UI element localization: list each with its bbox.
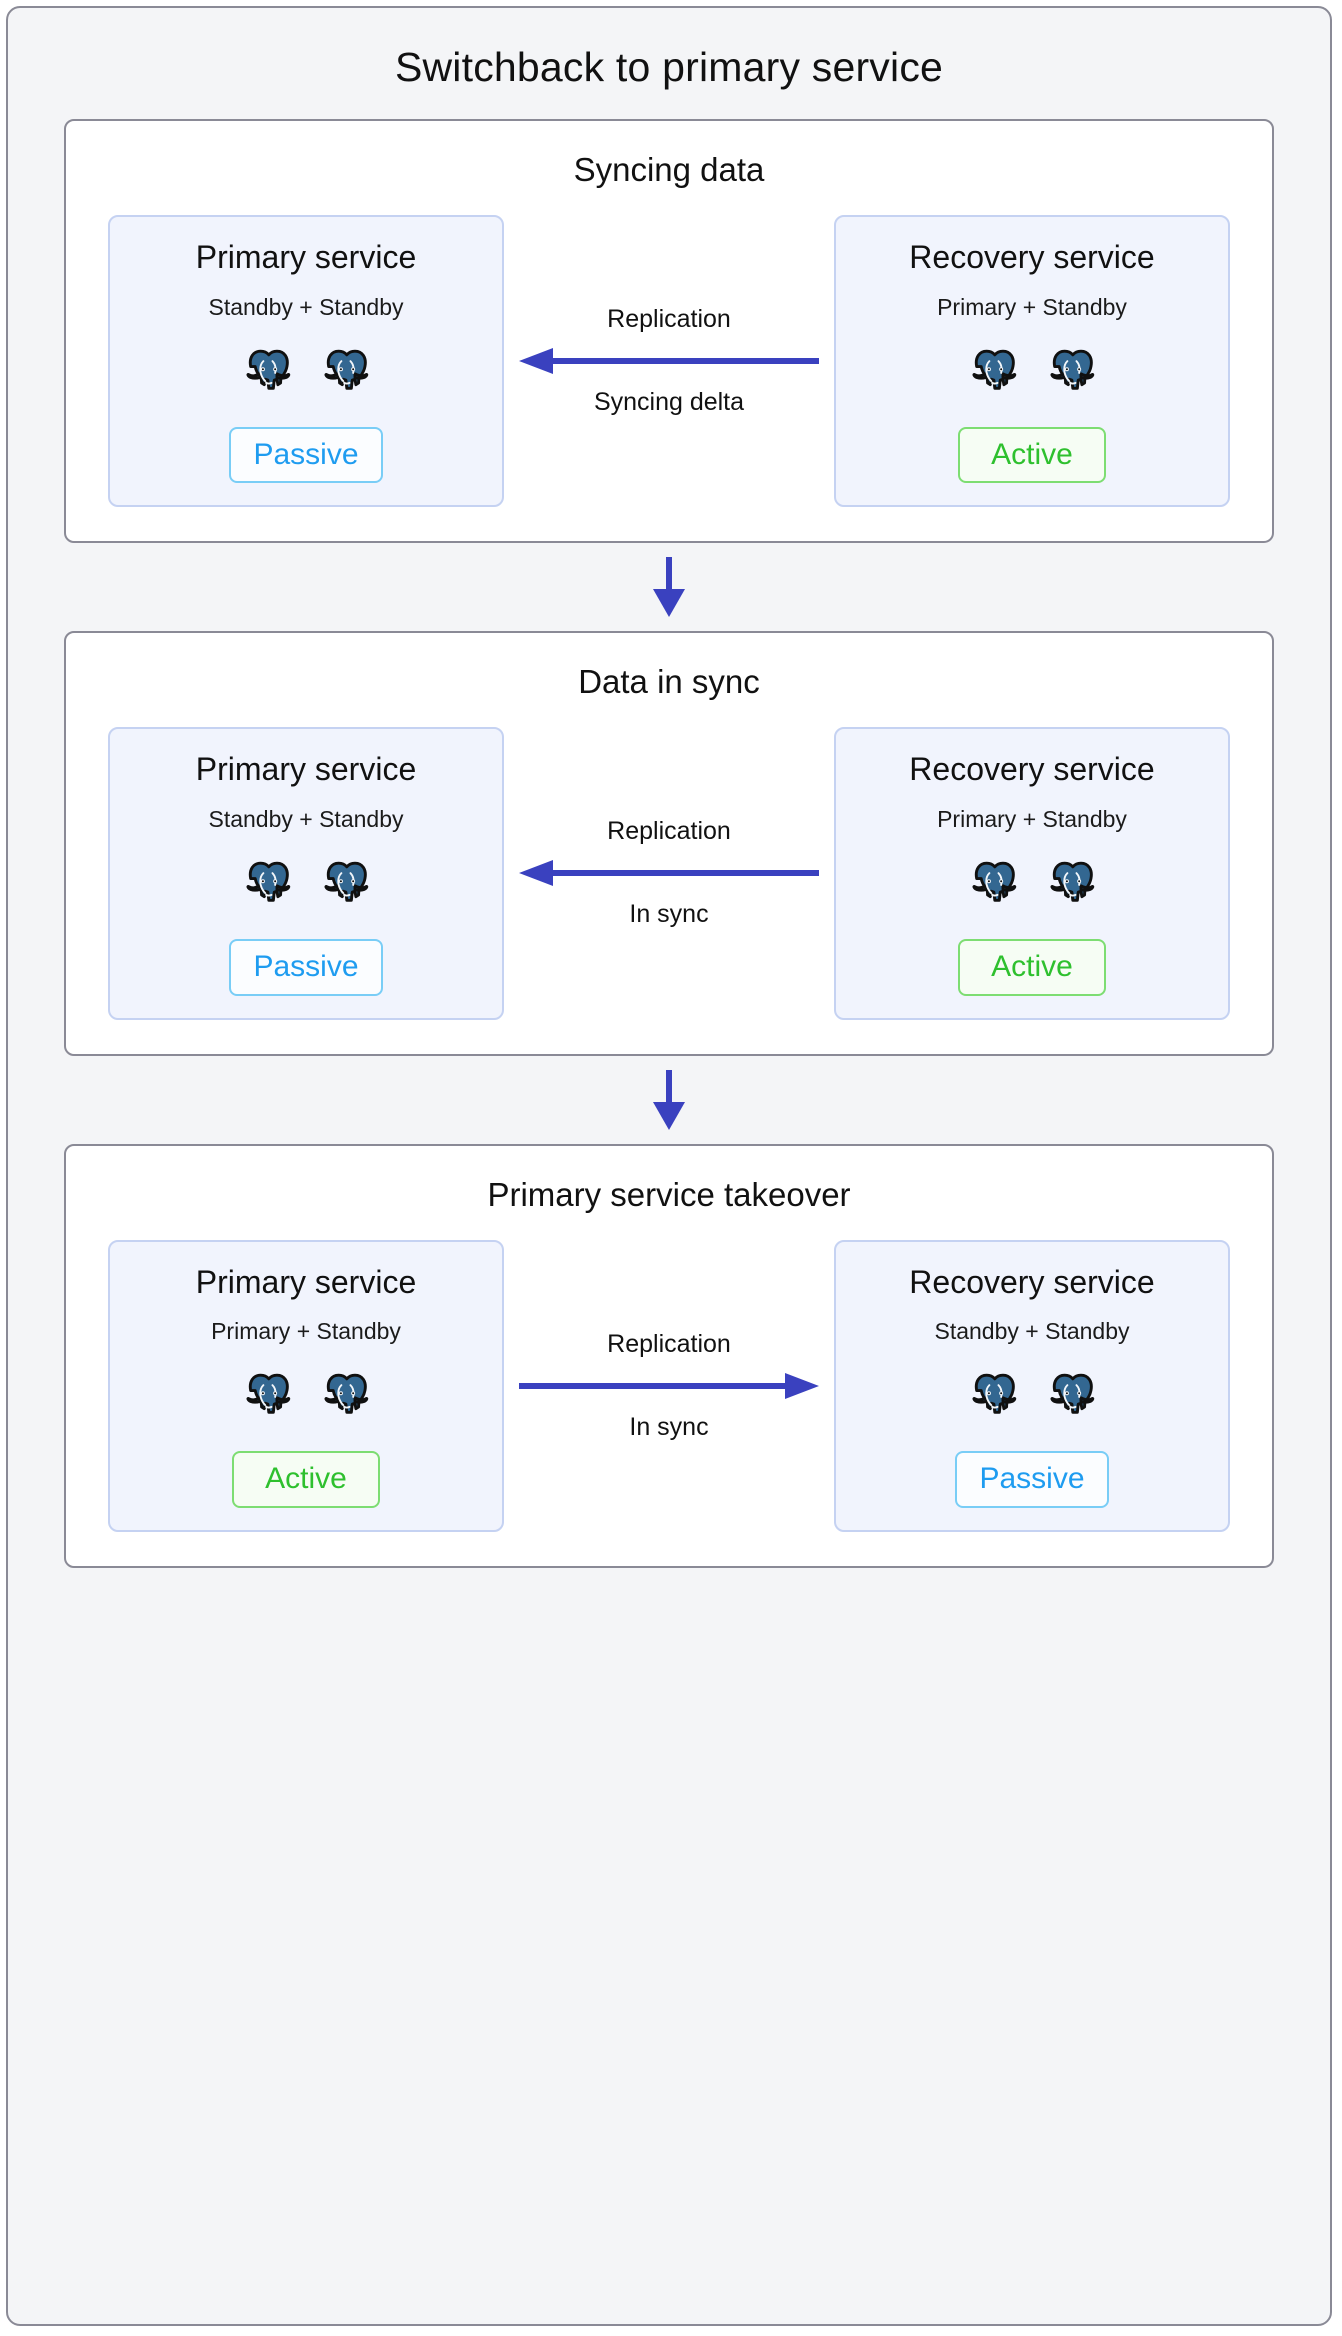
- postgresql-elephant-icon: [1050, 349, 1095, 390]
- service-roles: Primary + Standby: [211, 1318, 401, 1345]
- stage-connector: [8, 543, 1330, 631]
- status-badge: Passive: [229, 426, 383, 484]
- service-name: Primary service: [195, 1263, 417, 1300]
- service-roles: Standby + Standby: [208, 293, 404, 320]
- database-icon-group: [964, 855, 1100, 913]
- postgresql-elephant-icon: [324, 349, 369, 390]
- database-icon-group: [238, 343, 374, 401]
- status-badge: Active: [232, 1451, 380, 1508]
- down-arrow-icon: [653, 557, 685, 618]
- database-icon-group: [964, 1367, 1100, 1425]
- replication-bottom-label: In sync: [629, 1412, 709, 1441]
- postgresql-elephant-icon: [246, 1374, 291, 1415]
- postgresql-elephant-icon: [972, 861, 1017, 902]
- postgresql-elephant-icon: [972, 1374, 1017, 1415]
- stage-title: Data in sync: [578, 663, 760, 701]
- stage-panel-3: Primary service takeover Primary service…: [64, 1143, 1274, 1568]
- postgresql-elephant-icon: [1050, 1374, 1095, 1415]
- status-badge: Active: [958, 426, 1106, 484]
- status-badge: Active: [958, 939, 1106, 996]
- replication-bottom-label: In sync: [629, 900, 709, 929]
- postgresql-elephant-icon: [246, 861, 291, 902]
- postgresql-elephant-icon: [1050, 861, 1095, 902]
- replication-top-label: Replication: [607, 1329, 731, 1358]
- service-card-right[interactable]: Recovery service Primary + Standby Activ…: [834, 215, 1230, 508]
- stage-body: Primary service Standby + Standby Passiv…: [66, 705, 1272, 1053]
- postgresql-elephant-icon: [972, 349, 1017, 390]
- service-card-left[interactable]: Primary service Primary + Standby Active: [108, 1239, 504, 1532]
- service-name: Recovery service: [909, 1263, 1155, 1300]
- replication-connector: Replication In sync: [504, 727, 834, 1019]
- service-roles: Standby + Standby: [934, 1318, 1130, 1345]
- stage-connector: [8, 1056, 1330, 1144]
- stage-list: Syncing data Primary service Standby + S…: [8, 119, 1330, 1568]
- postgresql-elephant-icon: [246, 349, 291, 390]
- diagram-frame: Switchback to primary service Syncing da…: [6, 6, 1332, 2326]
- status-badge: Passive: [229, 939, 383, 996]
- stage-body: Primary service Primary + Standby Active…: [66, 1218, 1272, 1566]
- stage-panel-1: Syncing data Primary service Standby + S…: [64, 119, 1274, 544]
- database-icon-group: [238, 855, 374, 913]
- stage-title: Primary service takeover: [487, 1175, 851, 1213]
- service-roles: Primary + Standby: [937, 806, 1127, 833]
- service-name: Primary service: [195, 751, 417, 788]
- service-name: Recovery service: [909, 751, 1155, 788]
- replication-arrow-icon: [519, 348, 819, 375]
- stage-panel-2: Data in sync Primary service Standby + S…: [64, 631, 1274, 1056]
- replication-bottom-label: Syncing delta: [593, 388, 745, 417]
- service-card-left[interactable]: Primary service Standby + Standby Passiv…: [108, 215, 504, 508]
- replication-arrow-icon: [519, 860, 819, 887]
- stage-title: Syncing data: [573, 151, 765, 188]
- postgresql-elephant-icon: [324, 1374, 369, 1415]
- replication-connector: Replication In sync: [504, 1240, 834, 1532]
- replication-top-label: Replication: [607, 817, 731, 846]
- service-roles: Standby + Standby: [208, 806, 404, 833]
- service-name: Primary service: [195, 239, 417, 275]
- diagram-title: Switchback to primary service: [394, 44, 944, 90]
- postgresql-elephant-icon: [324, 861, 369, 902]
- database-icon-group: [964, 343, 1100, 401]
- down-arrow-icon: [653, 1069, 685, 1130]
- database-icon-group: [238, 1367, 374, 1425]
- service-name: Recovery service: [909, 239, 1155, 275]
- stage-body: Primary service Standby + Standby Passiv…: [66, 193, 1272, 541]
- status-badge: Passive: [955, 1451, 1109, 1508]
- service-roles: Primary + Standby: [937, 293, 1127, 320]
- service-card-right[interactable]: Recovery service Standby + Standby Passi…: [834, 1239, 1230, 1532]
- service-card-right[interactable]: Recovery service Primary + Standby Activ…: [834, 727, 1230, 1020]
- replication-connector: Replication Syncing delta: [504, 215, 834, 507]
- replication-top-label: Replication: [607, 305, 731, 334]
- service-card-left[interactable]: Primary service Standby + Standby Passiv…: [108, 727, 504, 1020]
- replication-arrow-icon: [519, 1372, 819, 1399]
